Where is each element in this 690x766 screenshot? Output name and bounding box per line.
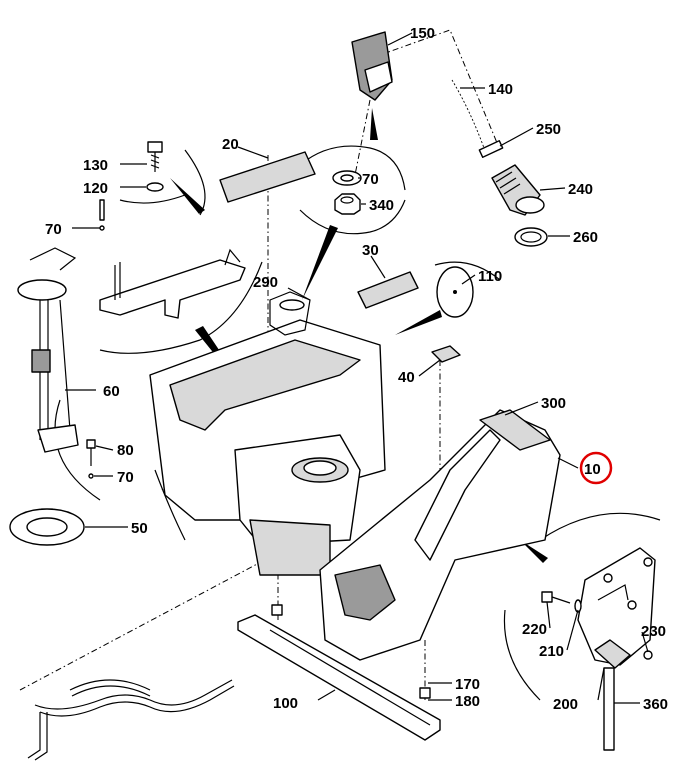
callout-110: 110 [478, 268, 502, 285]
callout-360: 360 [643, 696, 668, 713]
detail-arcs [54, 145, 661, 701]
callout-210: 210 [539, 643, 564, 660]
callout-150: 150 [410, 25, 435, 42]
callout-60: 60 [103, 383, 120, 400]
callout-140: 140 [488, 81, 513, 98]
callout-130: 130 [83, 157, 108, 174]
leader-lines [65, 32, 649, 704]
callout-100: 100 [273, 695, 298, 712]
callout-50: 50 [131, 520, 148, 537]
callout-40: 40 [398, 369, 415, 386]
callout-20: 20 [222, 136, 239, 153]
callout-180: 180 [455, 693, 480, 710]
callout-80: 80 [117, 442, 134, 459]
washer-120 [146, 182, 164, 192]
strap-100 [237, 604, 441, 741]
nut-340 [334, 193, 361, 215]
bracket-290 [99, 248, 246, 319]
mount-bracket-200 [577, 547, 656, 751]
clamp-260 [514, 227, 548, 247]
callout-300: 300 [541, 395, 566, 412]
filler-neck-240 [491, 164, 545, 216]
highlight-ring [579, 451, 613, 485]
callout-260: 260 [573, 229, 598, 246]
washer-70 [332, 170, 362, 186]
screw-80 [86, 439, 96, 479]
callout-70-top: 70 [362, 171, 379, 188]
tether-140 [451, 79, 485, 149]
callout-30: 30 [362, 242, 379, 259]
pad-40 [431, 345, 461, 363]
callout-230: 230 [641, 623, 666, 640]
callout-70-lower: 70 [117, 469, 134, 486]
gasket-50 [9, 508, 85, 546]
callout-240: 240 [568, 181, 593, 198]
sender-unit-60 [17, 199, 105, 453]
gasket-30 [357, 271, 419, 309]
callout-70-left: 70 [45, 221, 62, 238]
fuel-tank-body [149, 291, 561, 661]
callout-290: 290 [253, 274, 278, 291]
clamp-250 [478, 140, 504, 158]
callout-120: 120 [83, 180, 108, 197]
callout-labels: 10 20 30 40 50 60 70 70 70 80 100 110 12… [45, 25, 668, 713]
fuel-pipe [27, 679, 235, 761]
callout-220: 220 [522, 621, 547, 638]
callout-340: 340 [369, 197, 394, 214]
gasket-20 [219, 151, 316, 203]
callout-170: 170 [455, 676, 480, 693]
cap-110 [436, 266, 474, 318]
callout-10: 10 [584, 461, 601, 478]
bolt-130 [147, 141, 163, 172]
callout-250: 250 [536, 121, 561, 138]
callout-200: 200 [553, 696, 578, 713]
fuel-cap-150 [351, 31, 393, 101]
